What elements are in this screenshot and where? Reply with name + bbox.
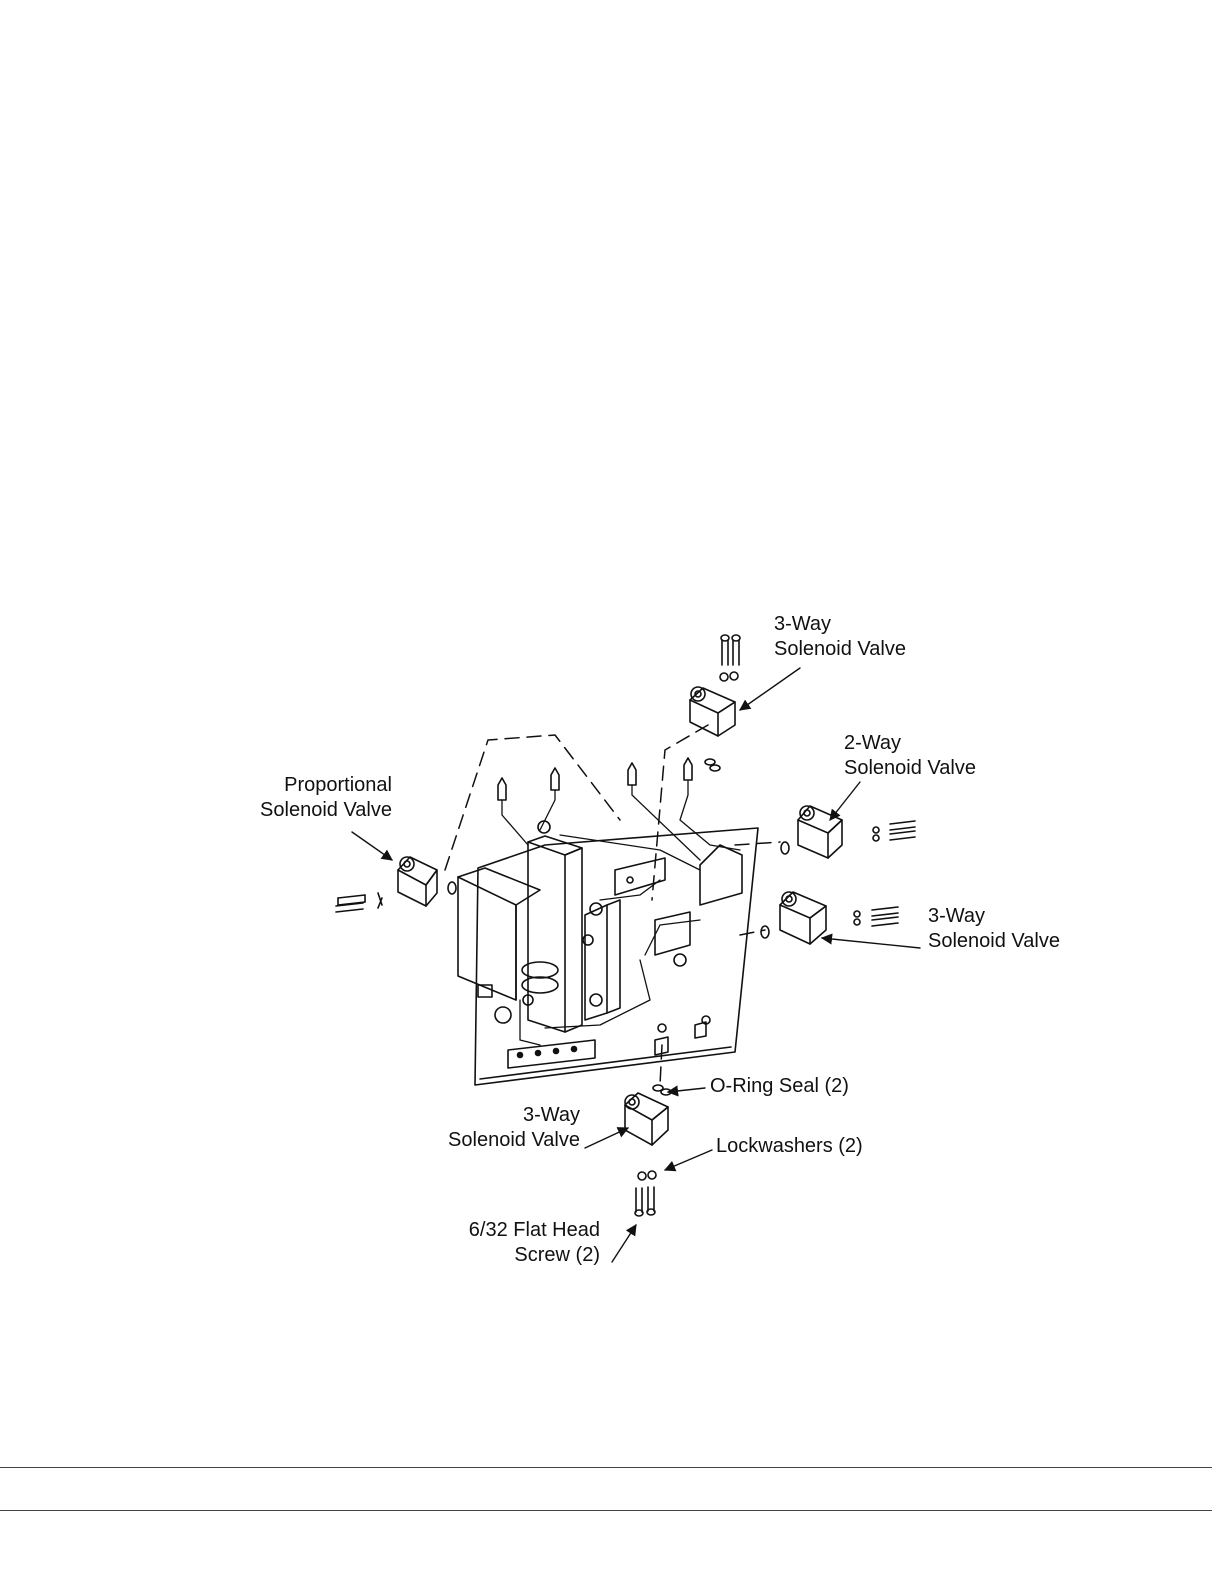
footer-rule-bottom <box>0 1510 1212 1511</box>
mounting-clips <box>655 1016 710 1055</box>
callout-line: Solenoid Valve <box>774 637 906 662</box>
callout-line: 3-Way <box>928 904 1060 929</box>
callout-two-way: 2-Way Solenoid Valve <box>844 731 976 781</box>
callout-line: 2-Way <box>844 731 976 756</box>
mounting-plate <box>475 828 758 1085</box>
callout-lockwashers: Lockwashers (2) <box>716 1134 863 1159</box>
three-way-valve-right <box>761 892 898 944</box>
callout-line: Solenoid Valve <box>232 798 392 823</box>
callout-line: 6/32 Flat Head <box>430 1218 600 1243</box>
explosion-lines <box>445 725 780 1085</box>
footer-rule-top <box>0 1467 1212 1468</box>
callout-line: Proportional <box>232 773 392 798</box>
callout-line: Screw (2) <box>430 1243 600 1268</box>
two-way-valve <box>781 806 915 858</box>
regulator-cylinder <box>522 821 582 1032</box>
callout-line: 3-Way <box>420 1103 580 1128</box>
valve-manifold-right <box>615 845 742 966</box>
callout-line: Solenoid Valve <box>844 756 976 781</box>
proportional-solenoid-valve <box>336 857 456 912</box>
callout-oring: O-Ring Seal (2) <box>710 1074 849 1099</box>
callout-leaders <box>352 668 920 1262</box>
callout-line: Solenoid Valve <box>928 929 1060 954</box>
callout-proportional: Proportional Solenoid Valve <box>232 773 392 823</box>
terminal-strip <box>495 995 595 1068</box>
three-way-valve-top <box>690 635 740 771</box>
callout-three-way-bottom: 3-Way Solenoid Valve <box>420 1103 580 1153</box>
callout-line: Solenoid Valve <box>420 1128 580 1153</box>
callout-three-way-right: 3-Way Solenoid Valve <box>928 904 1060 954</box>
callout-three-way-top: 3-Way Solenoid Valve <box>774 612 906 662</box>
three-way-valve-bottom <box>625 1085 671 1216</box>
callout-line: 3-Way <box>774 612 906 637</box>
tubing <box>502 780 740 1045</box>
callout-line: O-Ring Seal (2) <box>710 1074 849 1099</box>
callout-screw: 6/32 Flat Head Screw (2) <box>430 1218 600 1268</box>
center-bracket <box>583 900 620 1020</box>
callout-line: Lockwashers (2) <box>716 1134 863 1159</box>
